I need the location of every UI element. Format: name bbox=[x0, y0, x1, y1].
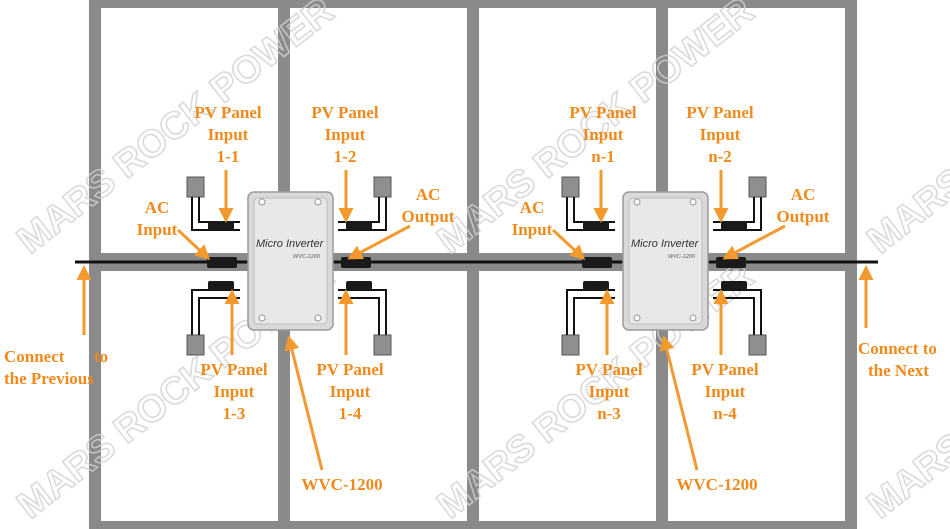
pv-input-label-line: Input bbox=[214, 382, 255, 401]
ac-input-arrow bbox=[551, 228, 586, 261]
pv-input-label-line: n-1 bbox=[591, 147, 615, 166]
mc4-connector bbox=[208, 221, 234, 230]
mount-hole bbox=[689, 198, 697, 206]
connect-previous-label-line1b: to bbox=[94, 347, 108, 366]
ac-out-connector bbox=[341, 257, 371, 268]
ac-input-arrow bbox=[176, 228, 211, 261]
inverter-title: Micro Inverter bbox=[631, 238, 700, 250]
watermark: MARS ROCK POWER bbox=[860, 255, 950, 527]
inverter-model-mark: WVC-1200 bbox=[293, 254, 321, 260]
junction-box bbox=[561, 176, 580, 198]
solar-panel bbox=[656, 0, 857, 265]
ac-input-label-line: AC bbox=[520, 198, 545, 217]
watermark: MARS ROCK POWER bbox=[860, 0, 950, 262]
ac-input-label-line: Input bbox=[137, 220, 178, 239]
pv-input-label-line: PV Panel bbox=[575, 360, 642, 379]
connect-previous-label-line2: the Previous bbox=[4, 369, 94, 388]
pv-input-label-line: 1-1 bbox=[217, 147, 240, 166]
junction-box bbox=[186, 176, 205, 198]
pv-input-label-line: PV Panel bbox=[691, 360, 758, 379]
mount-hole bbox=[258, 314, 266, 322]
pv-input-label-line: Input bbox=[700, 125, 741, 144]
mount-hole bbox=[314, 314, 322, 322]
mount-hole bbox=[633, 314, 641, 322]
model-arrow bbox=[284, 335, 324, 471]
connect-previous-label-line1: Connect bbox=[4, 347, 65, 366]
mc4-connector bbox=[583, 221, 609, 230]
model-arrow bbox=[659, 335, 699, 471]
mc4-connector bbox=[346, 281, 372, 290]
pv-input-label-line: 1-3 bbox=[223, 404, 246, 423]
pv-input-label-line: n-4 bbox=[713, 404, 737, 423]
ac-output-label-line: Output bbox=[777, 207, 830, 226]
mount-hole bbox=[689, 314, 697, 322]
connect-next-label-line1: Connect to bbox=[858, 339, 937, 358]
ac-output-label-line: AC bbox=[416, 185, 441, 204]
ac-output-label-line: Output bbox=[402, 207, 455, 226]
mc4-connector bbox=[583, 281, 609, 290]
inverter-model-label: WVC-1200 bbox=[301, 475, 382, 494]
pv-input-label-line: 1-2 bbox=[334, 147, 357, 166]
pv-input-label-line: Input bbox=[325, 125, 366, 144]
ac-input-label-line: AC bbox=[145, 198, 170, 217]
inverter-panel bbox=[253, 197, 328, 325]
pv-input-label-line: n-3 bbox=[597, 404, 621, 423]
inverter-title: Micro Inverter bbox=[256, 238, 325, 250]
mc4-connector bbox=[721, 221, 747, 230]
pv-input-label-line: PV Panel bbox=[569, 103, 636, 122]
pv-input-label-line: Input bbox=[589, 382, 630, 401]
pv-input-label-line: Input bbox=[583, 125, 624, 144]
pv-input-label-line: PV Panel bbox=[686, 103, 753, 122]
inverter-model-mark: WVC-1200 bbox=[668, 254, 696, 260]
pv-input-label-line: n-2 bbox=[708, 147, 732, 166]
ac-out-connector bbox=[716, 257, 746, 268]
connect-next-label-line2: the Next bbox=[868, 361, 929, 380]
mount-hole bbox=[633, 198, 641, 206]
pv-input-label-line: PV Panel bbox=[194, 103, 261, 122]
junction-box bbox=[748, 176, 767, 198]
ac-in-connector bbox=[207, 257, 237, 268]
junction-box bbox=[748, 334, 767, 356]
ac-in-connector bbox=[582, 257, 612, 268]
mc4-connector bbox=[721, 281, 747, 290]
junction-box bbox=[561, 334, 580, 356]
mc4-connector bbox=[346, 221, 372, 230]
mc4-connector bbox=[208, 281, 234, 290]
pv-input-label-line: PV Panel bbox=[316, 360, 383, 379]
pv-input-label-line: 1-4 bbox=[339, 404, 362, 423]
pv-input-label-line: PV Panel bbox=[200, 360, 267, 379]
pv-input-label-line: Input bbox=[208, 125, 249, 144]
junction-box bbox=[373, 334, 392, 356]
ac-output-arrow bbox=[347, 224, 411, 260]
inverter-panel bbox=[628, 197, 703, 325]
junction-box bbox=[373, 176, 392, 198]
mount-hole bbox=[314, 198, 322, 206]
junction-box bbox=[186, 334, 205, 356]
pv-input-label-line: Input bbox=[705, 382, 746, 401]
inverter-model-label: WVC-1200 bbox=[676, 475, 757, 494]
ac-output-arrow bbox=[722, 224, 786, 260]
mount-hole bbox=[258, 198, 266, 206]
pv-input-label-line: Input bbox=[330, 382, 371, 401]
pv-input-label-line: PV Panel bbox=[311, 103, 378, 122]
ac-output-label-line: AC bbox=[791, 185, 816, 204]
ac-input-label-line: Input bbox=[512, 220, 553, 239]
